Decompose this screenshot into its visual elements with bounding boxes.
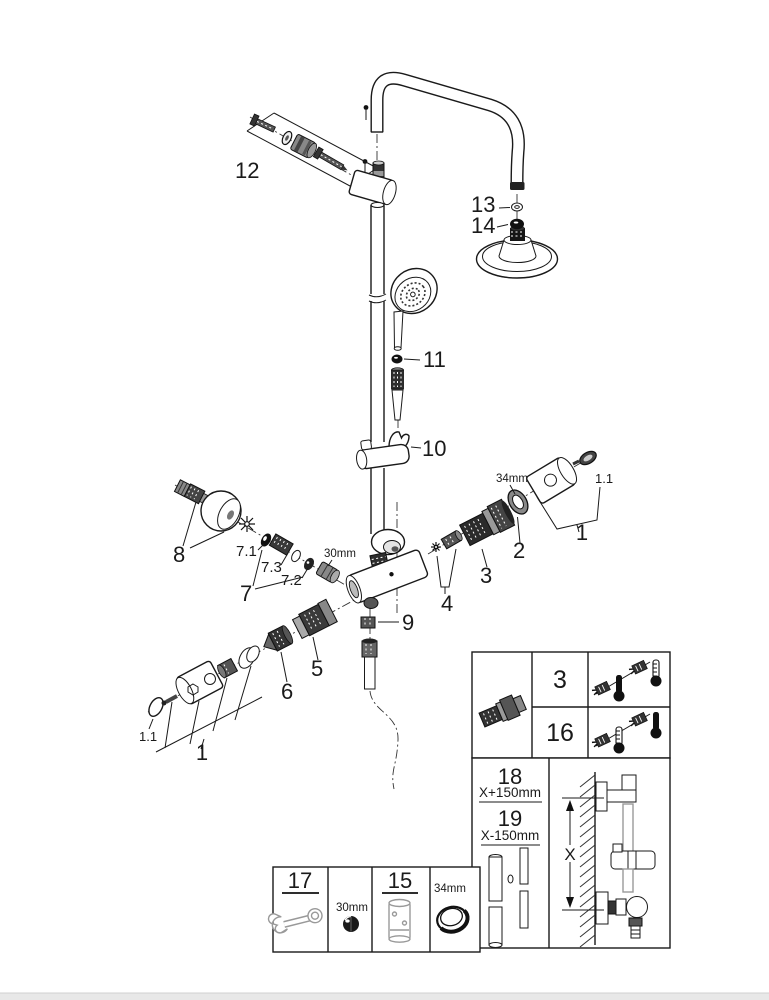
nut-30mm-icon	[315, 561, 340, 584]
callout-1-1-right-label: 1.1	[595, 471, 613, 486]
head-connector	[510, 228, 525, 241]
ring-34mm-icon	[436, 905, 470, 934]
callout-4-label: 4	[441, 591, 453, 616]
shower-head-neck	[498, 239, 537, 263]
orientation-icons-row-3	[590, 659, 663, 702]
callout-1-right-label: 1	[576, 520, 588, 545]
part-11-group: 11	[391, 347, 446, 421]
rail-slider-group: 10	[356, 431, 446, 470]
check-valve-photo-icon	[478, 694, 527, 728]
cartridge-15-icon	[388, 898, 411, 943]
tool-17-label: 17	[288, 868, 312, 893]
cap-1-1-left-icon	[148, 697, 164, 717]
callout-1-1-left-label: 1.1	[139, 729, 157, 744]
lower-left-parts: 6 5 1 1.1	[139, 598, 338, 765]
length-row-18-label: 18	[498, 764, 522, 789]
callout-12-label: 12	[235, 158, 259, 183]
check-valve-3-icon	[458, 498, 516, 547]
tool-30mm-label: 30mm	[336, 902, 368, 914]
callout-7-label: 7	[240, 581, 252, 606]
nut-30mm-tool-icon	[343, 915, 359, 932]
wrench-icon	[267, 908, 323, 934]
length-row-19-label: 19	[498, 806, 522, 831]
tools-table: 17 30mm 15 34mm	[267, 866, 481, 953]
dimension-x-label: X	[564, 845, 575, 864]
shower-arm-pipe	[362, 71, 525, 190]
wall-hatching	[579, 774, 596, 948]
check-valve-7-3-icon	[268, 533, 294, 556]
callout-7-2-label: 7.2	[281, 572, 302, 589]
callout-11-label: 11	[423, 347, 446, 372]
callout-2-label: 2	[513, 538, 525, 563]
valve-bottom-port	[363, 597, 379, 609]
hose-nut-9-icon	[360, 616, 376, 629]
page-footer-bar	[0, 993, 769, 1000]
knob-icon	[216, 657, 239, 679]
length-row-18-formula: X+150mm	[479, 785, 541, 800]
washer-13-icon	[511, 202, 523, 212]
screw-icon	[249, 113, 276, 133]
orientation-icons-row-16	[590, 711, 662, 755]
left-supply-parts: 8 30mm 7.1 7.3	[173, 479, 356, 606]
rain-shower-head-group: 13 14	[471, 192, 559, 279]
tool-15-label: 15	[388, 868, 412, 893]
variant-row-16-label: 16	[546, 719, 574, 747]
slide-rail	[368, 202, 387, 534]
hose-continuation-line	[369, 690, 399, 790]
thermostat-valve	[345, 528, 429, 609]
callout-7-3-label: 7.3	[261, 559, 282, 576]
pipe-end-nut	[510, 182, 525, 190]
t-junction	[348, 169, 397, 206]
insert-4-icon	[440, 530, 463, 550]
cone-6-icon	[263, 625, 294, 652]
hose-tube	[364, 656, 376, 690]
callout-13-label: 13	[471, 192, 495, 217]
hex-hole	[187, 683, 199, 696]
hand-shower	[390, 267, 438, 351]
callout-8-label: 8	[173, 542, 185, 567]
gasket-11-icon	[391, 354, 403, 364]
cartridge-5-icon	[291, 598, 338, 640]
callout-6-label: 6	[281, 679, 293, 704]
wall-mount-inset: X	[561, 772, 656, 948]
info-panel: 3 16	[471, 651, 671, 949]
seal-7-2-icon	[303, 557, 315, 571]
length-row-19-formula: X-150mm	[481, 828, 540, 843]
screw-icon	[165, 694, 178, 704]
screw-icon	[312, 146, 348, 171]
rail-pipe-icons	[488, 847, 529, 948]
ring-icon	[291, 549, 301, 563]
valve-body	[345, 549, 429, 604]
variant-row-3-label: 3	[553, 666, 567, 694]
callout-7-1-label: 7.1	[236, 543, 257, 560]
tool-34mm-label: 34mm	[434, 883, 466, 895]
part-12-fasteners: 12	[235, 112, 378, 187]
hose-cone	[391, 389, 404, 421]
callout-3-label: 3	[480, 563, 492, 588]
size-34mm-label: 34mm	[496, 473, 528, 485]
hose-group: 9	[360, 610, 414, 690]
size-30mm-label: 30mm	[324, 548, 356, 560]
hand-shower-handle	[393, 310, 404, 349]
seal-7-1-icon	[260, 533, 272, 547]
diverter-knob-icon	[290, 134, 317, 159]
callout-5-label: 5	[311, 656, 323, 681]
star-washer-4-icon	[431, 542, 441, 552]
union-nipple-icon	[173, 479, 209, 505]
filter-icon	[391, 369, 404, 390]
escutcheon-1-left-icon	[175, 660, 224, 705]
star-symbol	[239, 516, 255, 532]
callout-9-label: 9	[402, 610, 414, 635]
callout-1-left-label: 1	[196, 740, 208, 765]
callout-14-label: 14	[471, 213, 495, 238]
escutcheon-1-right-icon	[526, 456, 578, 504]
right-supply-parts: 4 3 2 34mm 1.1 1	[431, 450, 613, 616]
washer-14-icon	[510, 218, 524, 230]
callout-10-label: 10	[422, 436, 446, 461]
